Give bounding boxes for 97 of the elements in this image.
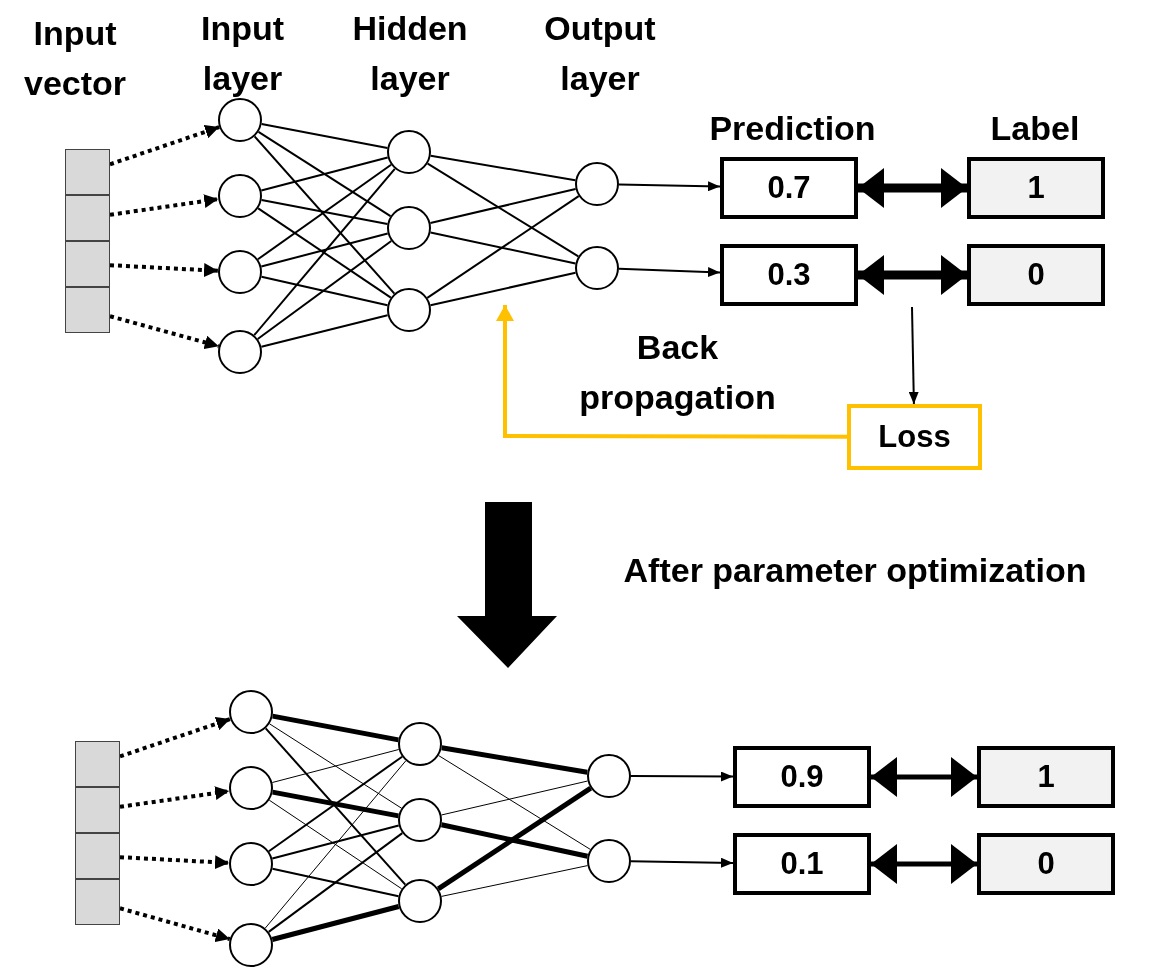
connection-line	[253, 135, 396, 295]
neuron-circle	[218, 330, 262, 374]
label-box: 1	[967, 157, 1105, 219]
vector-cell	[75, 741, 120, 787]
connection-line	[260, 123, 389, 149]
column-heading: Label	[989, 108, 1081, 149]
vector-cell	[75, 833, 120, 879]
connection-line	[253, 167, 396, 337]
arrow	[119, 716, 231, 759]
connection-line	[429, 188, 577, 224]
connection-line	[256, 240, 393, 340]
connection-line	[429, 154, 577, 182]
connection-line	[256, 163, 393, 261]
arrow	[109, 263, 219, 278]
connection-line	[271, 867, 400, 898]
prediction-box: 0.3	[720, 244, 858, 306]
prediction-box: 0.9	[733, 746, 871, 808]
connection-line	[269, 723, 402, 809]
neuron-circle	[398, 798, 442, 842]
neuron-circle	[587, 754, 631, 798]
connection-line	[264, 727, 407, 886]
connection-line	[264, 760, 407, 929]
neuron-circle	[387, 288, 431, 332]
neuron-circle	[218, 250, 262, 294]
neuron-circle	[387, 206, 431, 250]
arrow	[630, 771, 734, 782]
double-arrow	[871, 844, 977, 884]
connection-line	[438, 755, 591, 850]
connection-line	[271, 749, 400, 783]
column-heading: Hidden layer	[351, 8, 469, 99]
annotation-text: Back propagation	[578, 327, 777, 418]
connection-line	[440, 822, 589, 859]
prediction-box: 0.1	[733, 833, 871, 895]
arrow	[908, 306, 919, 405]
connection-line	[429, 231, 577, 265]
connection-line	[257, 207, 392, 299]
connection-line	[271, 904, 400, 942]
neuron-circle	[387, 130, 431, 174]
neuron-circle	[229, 766, 273, 810]
column-heading: Prediction	[708, 108, 877, 149]
neuron-circle	[218, 98, 262, 142]
connection-line	[441, 865, 588, 897]
neuron-circle	[575, 246, 619, 290]
arrow	[119, 786, 230, 809]
connection-line	[426, 162, 580, 258]
vector-cell	[65, 195, 110, 241]
prediction-box: 0.7	[720, 157, 858, 219]
arrow	[119, 855, 230, 870]
vector-cell	[65, 149, 110, 195]
label-box: 1	[977, 746, 1115, 808]
neuron-circle	[229, 923, 273, 967]
connection-line	[260, 232, 389, 268]
arrow	[109, 314, 220, 350]
connection-line	[260, 156, 389, 192]
connection-line	[268, 799, 403, 890]
vector-cell	[65, 241, 110, 287]
step-caption: After parameter optimization	[622, 550, 1088, 591]
connection-line	[260, 275, 389, 307]
column-heading: Output layer	[543, 8, 657, 99]
arrow	[496, 305, 847, 439]
label-box: 0	[977, 833, 1115, 895]
arrow	[119, 906, 231, 943]
connection-line	[267, 832, 404, 933]
vector-cell	[75, 787, 120, 833]
neuron-circle	[218, 174, 262, 218]
connection-line	[260, 314, 389, 348]
loss-box: Loss	[847, 404, 982, 470]
label-box: 0	[967, 244, 1105, 306]
arrow	[618, 267, 721, 278]
arrow	[618, 181, 721, 192]
connection-line	[267, 755, 404, 853]
column-heading: Input layer	[199, 8, 286, 99]
arrow	[109, 125, 220, 167]
connection-line	[272, 713, 399, 743]
arrow	[109, 194, 219, 217]
neuron-circle	[587, 839, 631, 883]
neuron-circle	[398, 879, 442, 923]
neuron-circle	[398, 722, 442, 766]
connection-line	[441, 745, 588, 775]
connection-line	[436, 786, 593, 891]
connection-line	[440, 780, 589, 816]
arrow	[630, 857, 734, 868]
connection-line	[271, 824, 400, 860]
connection-line	[260, 199, 389, 225]
double-arrow	[858, 168, 967, 208]
double-arrow	[858, 255, 967, 295]
double-arrow	[871, 757, 977, 797]
neuron-circle	[575, 162, 619, 206]
connection-line	[429, 271, 577, 307]
connection-line	[426, 195, 580, 299]
column-heading: Input vector	[22, 13, 128, 104]
connection-line	[272, 789, 399, 819]
neuron-circle	[229, 842, 273, 886]
connection-line	[257, 130, 392, 218]
neuron-circle	[229, 690, 273, 734]
vector-cell	[65, 287, 110, 333]
vector-cell	[75, 879, 120, 925]
